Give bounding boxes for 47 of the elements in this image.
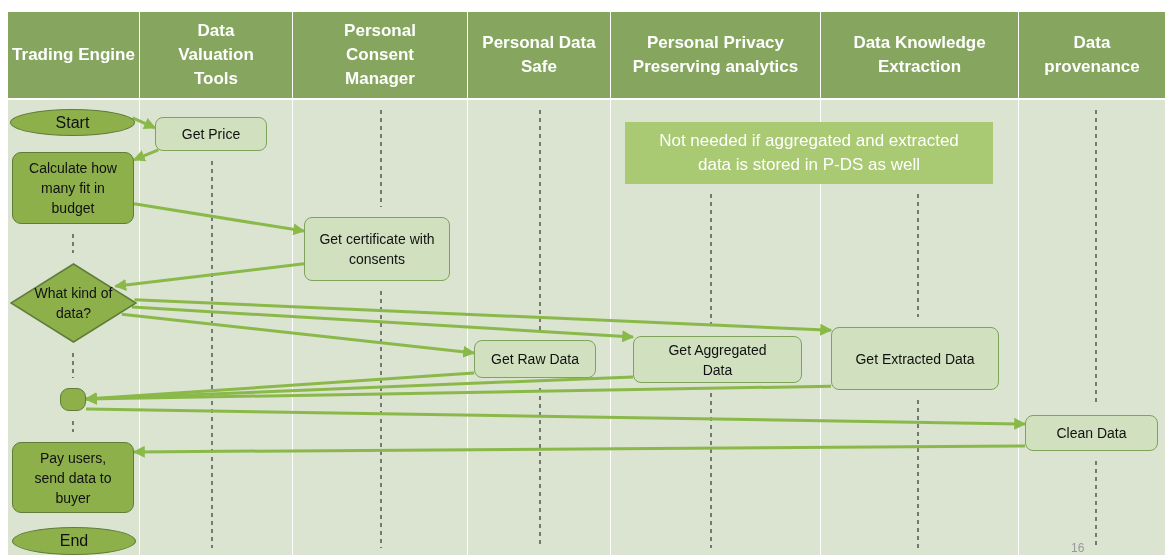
lane-title: Personal Privacy Preserving analytics xyxy=(631,32,800,78)
process-box xyxy=(155,117,267,151)
process-box xyxy=(304,217,450,281)
lane-header xyxy=(140,12,292,98)
lane-title: Data Knowledge Extraction xyxy=(852,32,987,78)
node-label: Get Price xyxy=(181,125,241,144)
node-label: End xyxy=(59,531,89,551)
arrow xyxy=(134,298,833,336)
lane-title: Data Valuation Tools xyxy=(177,20,255,90)
note-box xyxy=(625,122,993,184)
lane-title: Data provenance xyxy=(1043,32,1141,78)
process-box xyxy=(12,152,134,224)
lane-header xyxy=(293,12,467,98)
lane-header xyxy=(821,12,1018,98)
node-label: Not needed if aggregated and extracted data is stored in P-DS as well xyxy=(658,130,960,176)
lane-title: Trading Engine xyxy=(12,44,135,66)
arrow xyxy=(85,407,1027,430)
node-label: Start xyxy=(55,112,90,133)
node-label: Get Extracted Data xyxy=(855,349,975,369)
node-label: Get Aggregated Data xyxy=(667,340,768,380)
node-label: Calculate how many fit in budget xyxy=(28,159,118,218)
process-box xyxy=(1025,415,1158,451)
arrow xyxy=(114,262,305,291)
process-box xyxy=(12,442,134,513)
node-label: Get certificate with consents xyxy=(318,230,436,269)
arrow xyxy=(84,384,832,405)
decision-diamond xyxy=(10,263,137,343)
process-box xyxy=(831,327,999,390)
arrow xyxy=(132,148,159,162)
process-box xyxy=(474,340,596,378)
arrow xyxy=(131,116,157,130)
node-label: Clean Data xyxy=(1056,424,1127,443)
lane-header xyxy=(1019,12,1165,98)
page-number: 16 xyxy=(1071,541,1085,555)
arrow xyxy=(121,312,476,358)
lane-header xyxy=(8,12,139,98)
arrow xyxy=(133,202,306,236)
lane-title: Personal Data Safe xyxy=(481,32,597,78)
lane-header xyxy=(611,12,820,98)
node-label: Get Raw Data xyxy=(491,350,579,369)
lane-title: Personal Consent Manager xyxy=(343,20,417,90)
node-label: What kind of data? xyxy=(33,284,114,323)
lane-header xyxy=(468,12,610,98)
arrow xyxy=(131,305,635,343)
arrow xyxy=(132,444,1025,458)
process-box xyxy=(633,336,802,383)
node-label: Pay users, send data to buyer xyxy=(33,448,113,508)
